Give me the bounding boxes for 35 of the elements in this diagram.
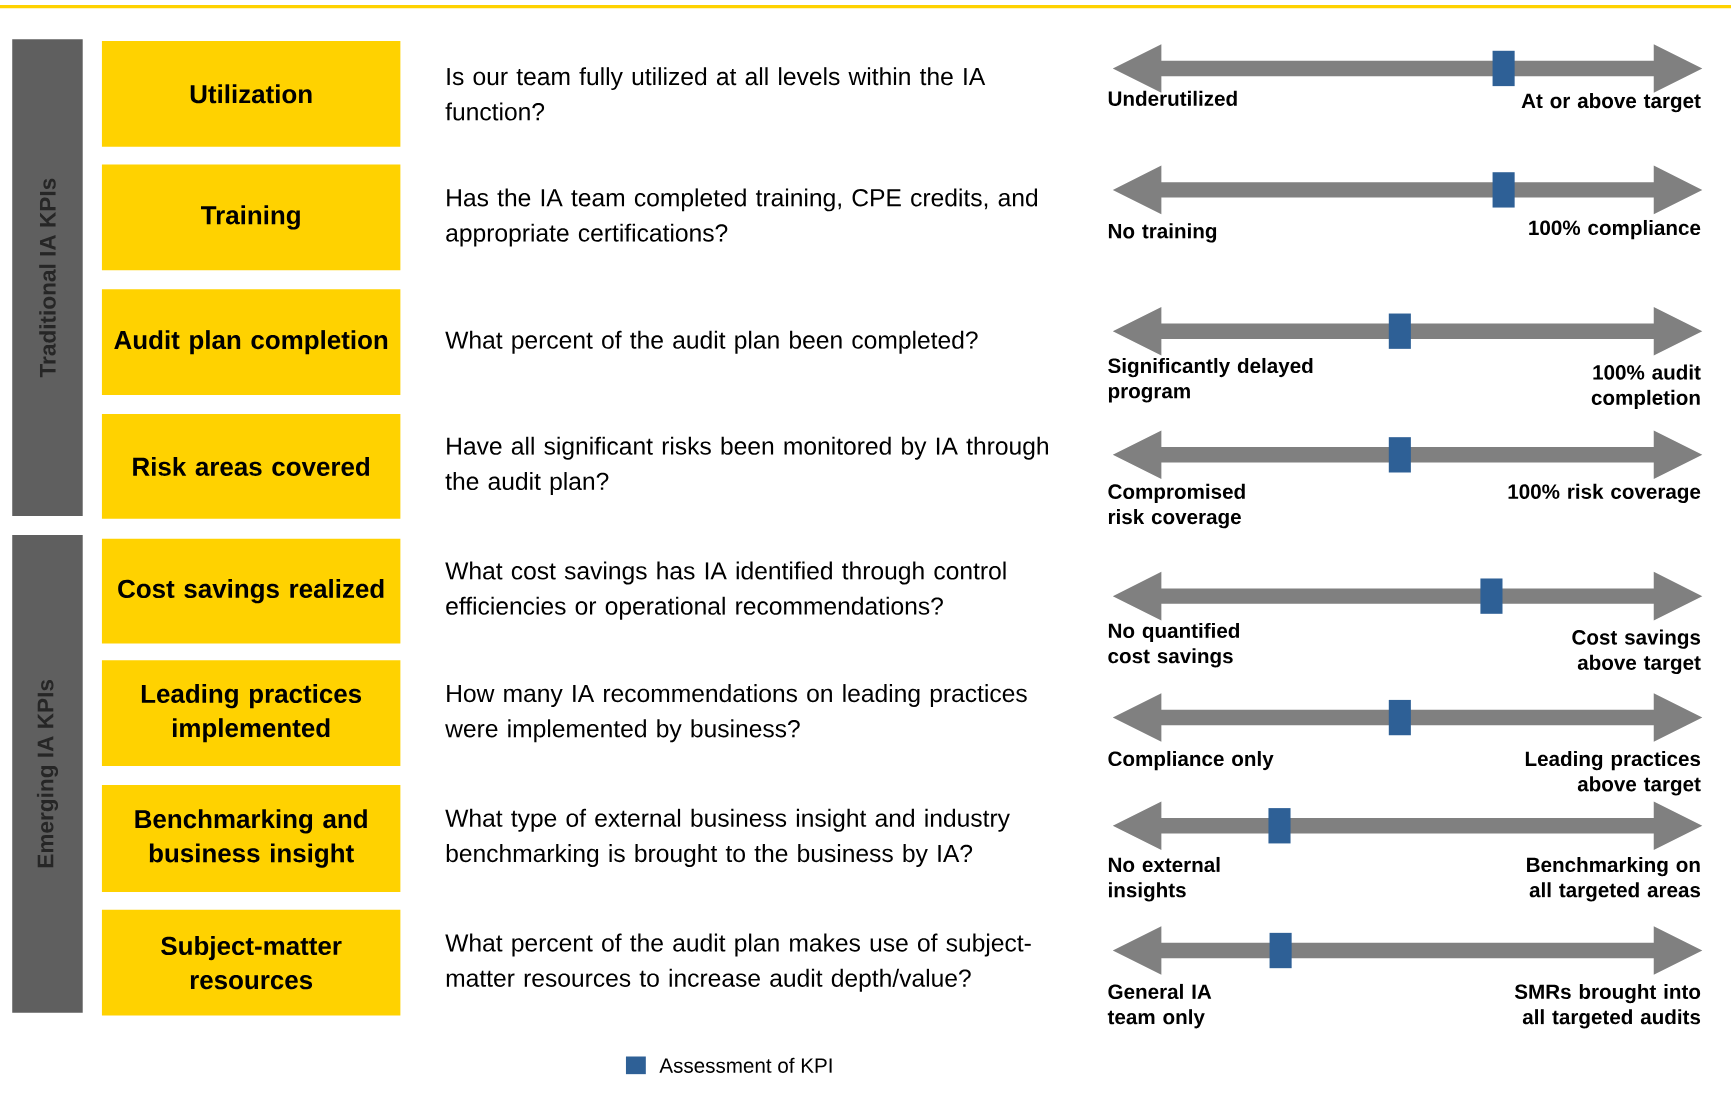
kpi-box: Cost savings realized	[101, 538, 401, 644]
scale-label: 100% compliance	[1529, 219, 1701, 239]
question-text: What cost savings has IA identified through control efficiencies or operational recommendations?	[445, 561, 1006, 620]
scale-label: At or above target	[1521, 92, 1701, 113]
scale-label: Leading practices above target	[1525, 750, 1701, 796]
kpi-box: Subject-matter resources	[101, 909, 401, 1016]
side-band: Emerging IA KPIs	[12, 534, 83, 1013]
side-band: Traditional IA KPIs	[12, 39, 83, 516]
question-text: What percent of the audit plan makes use of subject-matter resources to increase audit depth/value?	[445, 933, 1031, 992]
scale-label: Significantly delayed program	[1108, 357, 1313, 403]
question-text: Is our team fully utilized at all levels within the IA function?	[445, 67, 986, 121]
question-text: Has the IA team completed training, CPE credits, and appropriate certifications?	[446, 188, 1038, 247]
question-text: What type of external business insight and industry benchmarking is brought to the business by IA?	[445, 808, 1010, 867]
scale-label: Compromised risk coverage	[1108, 483, 1245, 529]
scale-label: Benchmarking on all targeted areas	[1527, 856, 1701, 902]
kpi-box: Utilization	[101, 40, 401, 147]
kpi-box: Leading practices implemented	[101, 660, 401, 766]
kpi-box: Benchmarking and business insight	[101, 784, 401, 892]
scale-label: Cost savings above target	[1572, 629, 1701, 674]
question-text: What percent of the audit plan been completed?	[445, 330, 978, 354]
kpi-box: Audit plan completion	[101, 289, 401, 395]
question-text: How many IA recommendations on leading practices were implemented by business?	[445, 683, 1027, 743]
scale-label: Compliance only	[1108, 750, 1274, 770]
question-text: Have all significant risks been monitored by IA through the audit plan?	[445, 436, 1048, 495]
scale-label: 100% audit completion	[1591, 364, 1701, 409]
scale-label: No external insights	[1108, 856, 1220, 902]
scale-label: 100% risk coverage	[1508, 483, 1701, 503]
kpi-box: Training	[101, 164, 401, 271]
scale-label: Underutilized	[1108, 90, 1237, 106]
scale-label: SMRs brought into all targeted audits	[1514, 983, 1701, 1029]
kpi-box: Risk areas covered	[101, 413, 401, 519]
legend-text: Assessment of KPI	[659, 1057, 832, 1073]
scale-label: No quantified cost savings	[1108, 622, 1239, 668]
scale-label: General IA team only	[1107, 983, 1212, 1029]
scale-label: No training	[1108, 223, 1217, 243]
